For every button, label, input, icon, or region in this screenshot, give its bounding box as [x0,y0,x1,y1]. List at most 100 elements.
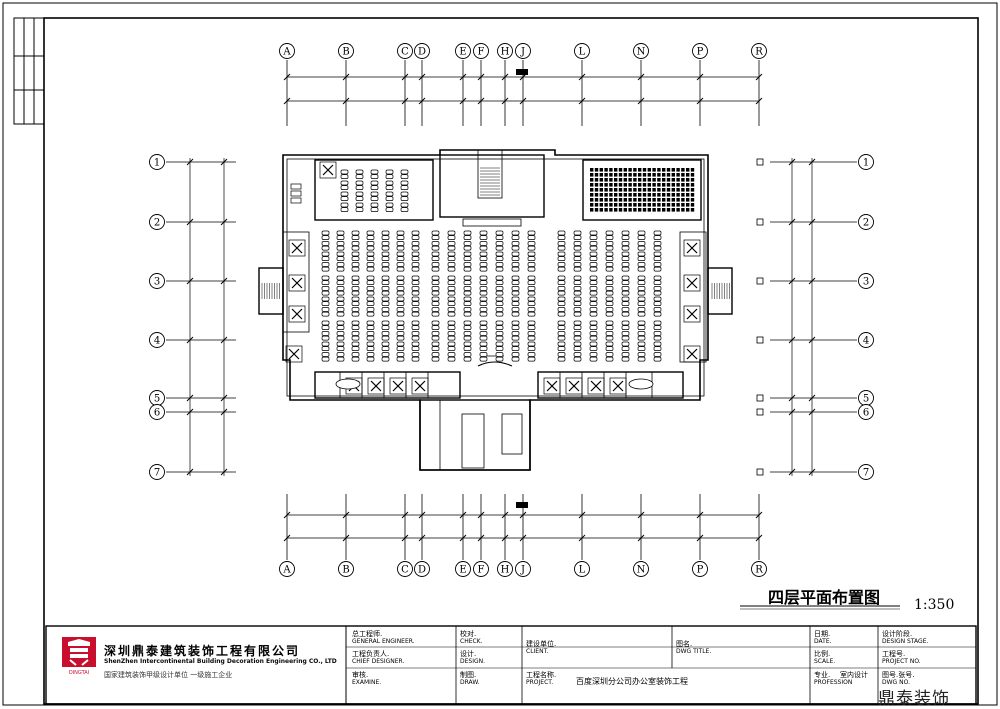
workstation [381,266,390,272]
workstation [479,352,488,357]
workstation [463,251,472,257]
workstation [511,320,520,326]
workstation [637,245,646,251]
auditorium-chair [590,198,594,202]
workstation [463,296,472,302]
workstation [495,235,504,240]
workstation [463,235,472,240]
workstation [573,341,582,347]
workstation [385,191,394,197]
dim-tick [637,534,645,542]
workstation [400,196,409,201]
workstation [589,235,598,240]
column-axis-bubble [397,43,413,59]
tb-design: 设计. [460,650,477,658]
auditorium-chair [633,173,637,177]
workstation [589,320,598,326]
hvac-unit [367,377,385,395]
workstation [511,275,520,281]
workstation [447,320,456,326]
workstation [381,280,390,285]
dim-tick [477,97,485,105]
company-name-cn: 深圳鼎泰建筑装饰工程有限公司 [104,644,301,658]
workstation [605,256,614,261]
hvac-unit [319,161,337,179]
workstation [527,356,536,362]
tb-general-engineer: 总工程师. [352,630,383,638]
auditorium-chair [623,183,627,187]
workstation [621,245,630,251]
workstation [381,235,390,240]
auditorium-chair [647,173,651,177]
hvac-unit [683,274,701,292]
auditorium-chair [618,183,623,187]
auditorium-chair [657,168,661,172]
workstation [396,335,405,341]
workstation [355,202,364,208]
workstation [621,280,630,285]
workstation [573,235,582,240]
hvac-fan-icon [686,242,698,254]
row-axis-bubble [149,154,165,170]
workstation [653,256,662,261]
auditorium-chair [638,193,642,197]
workstation [321,262,330,267]
workstation [411,235,420,240]
workstation [511,256,520,261]
auditorium-chair [686,193,690,197]
auditorium-chair [633,188,637,192]
workstation [431,346,440,351]
title-block [45,625,977,705]
workstation [411,245,420,251]
auditorium-chair [681,168,685,172]
workstation [557,335,566,341]
workstation [511,286,520,291]
workstation [370,191,379,197]
auditorium-chair [686,173,690,177]
auditorium-chair [662,183,666,187]
workstation [573,275,582,281]
workstation [381,296,390,302]
auditorium-chair [671,178,675,182]
tb-client: 建设单位. [526,640,557,648]
workstation [621,356,630,362]
auditorium-chair [638,168,642,172]
workstation [381,230,390,236]
workstation [396,280,405,285]
elevator-shaft [501,413,523,455]
workstation [340,185,349,190]
workstation [511,352,520,357]
workstation [447,266,456,272]
desk [290,190,302,197]
workstation [589,296,598,302]
workstation [463,335,472,341]
hvac-unit [285,345,303,363]
workstation [463,311,472,317]
auditorium-chair [623,168,627,172]
hvac-unit [543,377,561,395]
workstation [573,280,582,285]
workstation [447,335,456,341]
workstation [336,296,345,302]
dim-tick [755,534,763,542]
auditorium-chair [671,183,675,187]
dim-tick [519,534,527,542]
workstation [495,320,504,326]
workstation [557,311,566,317]
auditorium-chair [671,193,675,197]
auditorium-chair [686,203,690,207]
workstation [447,341,456,347]
tb-dwg-title: 图名. [676,640,693,648]
auditorium-chair [614,168,618,172]
workstation [605,311,614,317]
auditorium-chair [681,193,685,197]
workstation [385,169,394,175]
workstation [511,341,520,347]
auditorium-chair [628,183,632,187]
workstation [321,245,330,251]
dim-tick [578,534,586,542]
workstation [340,174,349,179]
workstation [411,346,420,351]
dim-tick [401,97,409,105]
workstation [431,286,440,291]
